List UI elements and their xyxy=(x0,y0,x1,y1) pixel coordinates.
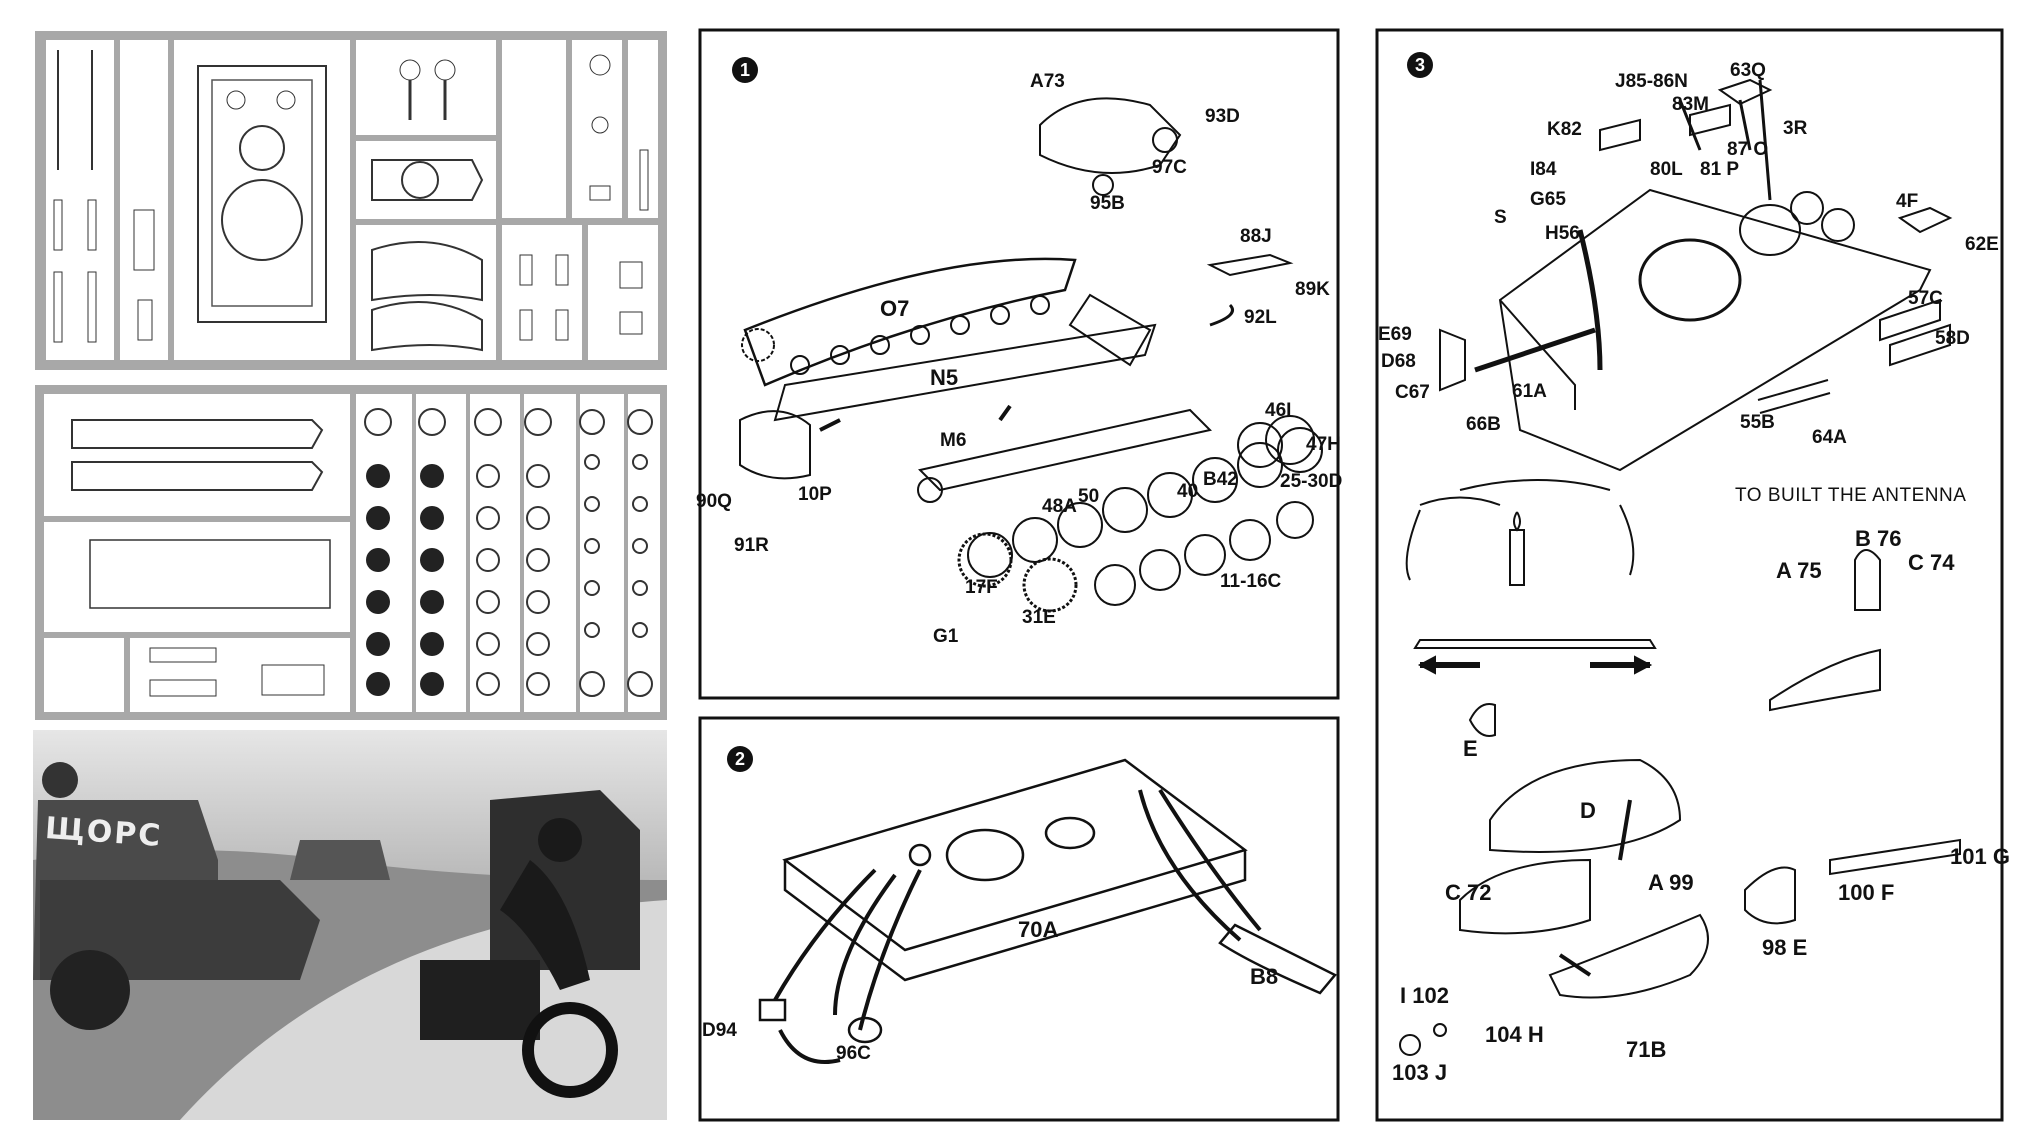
part-label: B8 xyxy=(1250,964,1279,989)
part-label: 55B xyxy=(1740,412,1775,433)
part-label: 91R xyxy=(734,535,769,556)
part-label: 80L xyxy=(1650,159,1683,180)
turret-label: 101 G xyxy=(1950,844,2010,869)
part-label: M6 xyxy=(940,430,967,451)
part-label: 83M xyxy=(1672,94,1709,115)
part-label: E69 xyxy=(1378,324,1412,345)
turret-label: I 102 xyxy=(1400,983,1449,1008)
step2-frame xyxy=(698,716,1340,1122)
part-label: 70A xyxy=(1018,917,1059,942)
part-label: D68 xyxy=(1381,351,1416,372)
part-label: 81 P xyxy=(1700,159,1740,180)
turret-label: 103 J xyxy=(1392,1060,1448,1085)
part-label: K82 xyxy=(1547,119,1582,140)
part-label: 47H xyxy=(1306,434,1341,455)
part-label: B42 xyxy=(1203,469,1238,490)
part-label: 46I xyxy=(1265,400,1292,421)
part-label: G1 xyxy=(933,626,959,647)
part-label: 87 O xyxy=(1727,139,1769,160)
step3-frame xyxy=(1375,28,2004,1122)
figure-label: B 76 xyxy=(1855,526,1902,551)
part-label: 97C xyxy=(1152,157,1187,178)
part-label: 3R xyxy=(1783,118,1808,139)
step1-frame xyxy=(698,28,1340,700)
turret-label: A 99 xyxy=(1648,870,1694,895)
turret-label: 104 H xyxy=(1485,1022,1544,1047)
antenna-caption: TO BUILT THE ANTENNA xyxy=(1735,485,1967,506)
part-label: 62E xyxy=(1965,234,1999,255)
turret-label: 71B xyxy=(1626,1037,1667,1062)
part-label: 58D xyxy=(1935,328,1970,349)
turret-label: E xyxy=(1463,736,1478,761)
part-label: C67 xyxy=(1395,382,1430,403)
step3-number-badge: 3 xyxy=(1407,52,1433,78)
part-label: 90Q xyxy=(696,491,732,512)
step2-number-badge: 2 xyxy=(727,746,753,772)
part-label: G65 xyxy=(1530,189,1566,210)
part-label: 66B xyxy=(1466,414,1501,435)
step2-diagram xyxy=(758,758,1337,1064)
part-label: 4F xyxy=(1896,191,1919,212)
part-label: N5 xyxy=(930,365,959,390)
part-label: S xyxy=(1494,207,1507,228)
turret-label: D xyxy=(1580,798,1596,823)
part-label: H56 xyxy=(1545,223,1580,244)
step1-diagram xyxy=(739,97,1323,613)
part-label: 95B xyxy=(1090,193,1125,214)
figure-label: C 74 xyxy=(1908,550,1955,575)
part-label: J85-86N xyxy=(1615,71,1688,92)
part-label: 63Q xyxy=(1730,60,1766,81)
part-label: 25-30D xyxy=(1280,471,1343,492)
part-label: 57C xyxy=(1908,288,1943,309)
part-label: D94 xyxy=(702,1020,737,1041)
step1-number-badge: 1 xyxy=(732,57,758,83)
sprue-panel-middle xyxy=(35,385,667,720)
turret-label: 100 F xyxy=(1838,880,1895,905)
part-label: 64A xyxy=(1812,427,1847,448)
part-label: I84 xyxy=(1530,159,1557,180)
part-label: 50 xyxy=(1078,486,1100,507)
part-label: 88J xyxy=(1240,226,1272,247)
turret-label: C 72 xyxy=(1445,880,1492,905)
part-label: 48A xyxy=(1042,496,1077,517)
part-label: 31E xyxy=(1022,607,1056,628)
part-label: 96C xyxy=(836,1043,871,1064)
part-label: 11-16C xyxy=(1220,571,1282,592)
sprue-panel-top xyxy=(35,31,667,370)
part-label: A73 xyxy=(1030,71,1065,92)
part-label: 40 xyxy=(1177,481,1199,502)
part-label: 61A xyxy=(1512,381,1547,402)
part-label: 89K xyxy=(1295,279,1330,300)
step3-diagram xyxy=(1399,78,1961,1056)
part-label: 93D xyxy=(1205,106,1240,127)
turret-label: 98 E xyxy=(1762,935,1808,960)
part-label: 92L xyxy=(1244,307,1277,328)
figure-label: A 75 xyxy=(1776,558,1822,583)
part-label: 17F xyxy=(965,577,998,598)
historical-photo xyxy=(33,730,667,1120)
part-label: O7 xyxy=(880,296,910,321)
part-label: 10P xyxy=(798,484,832,505)
